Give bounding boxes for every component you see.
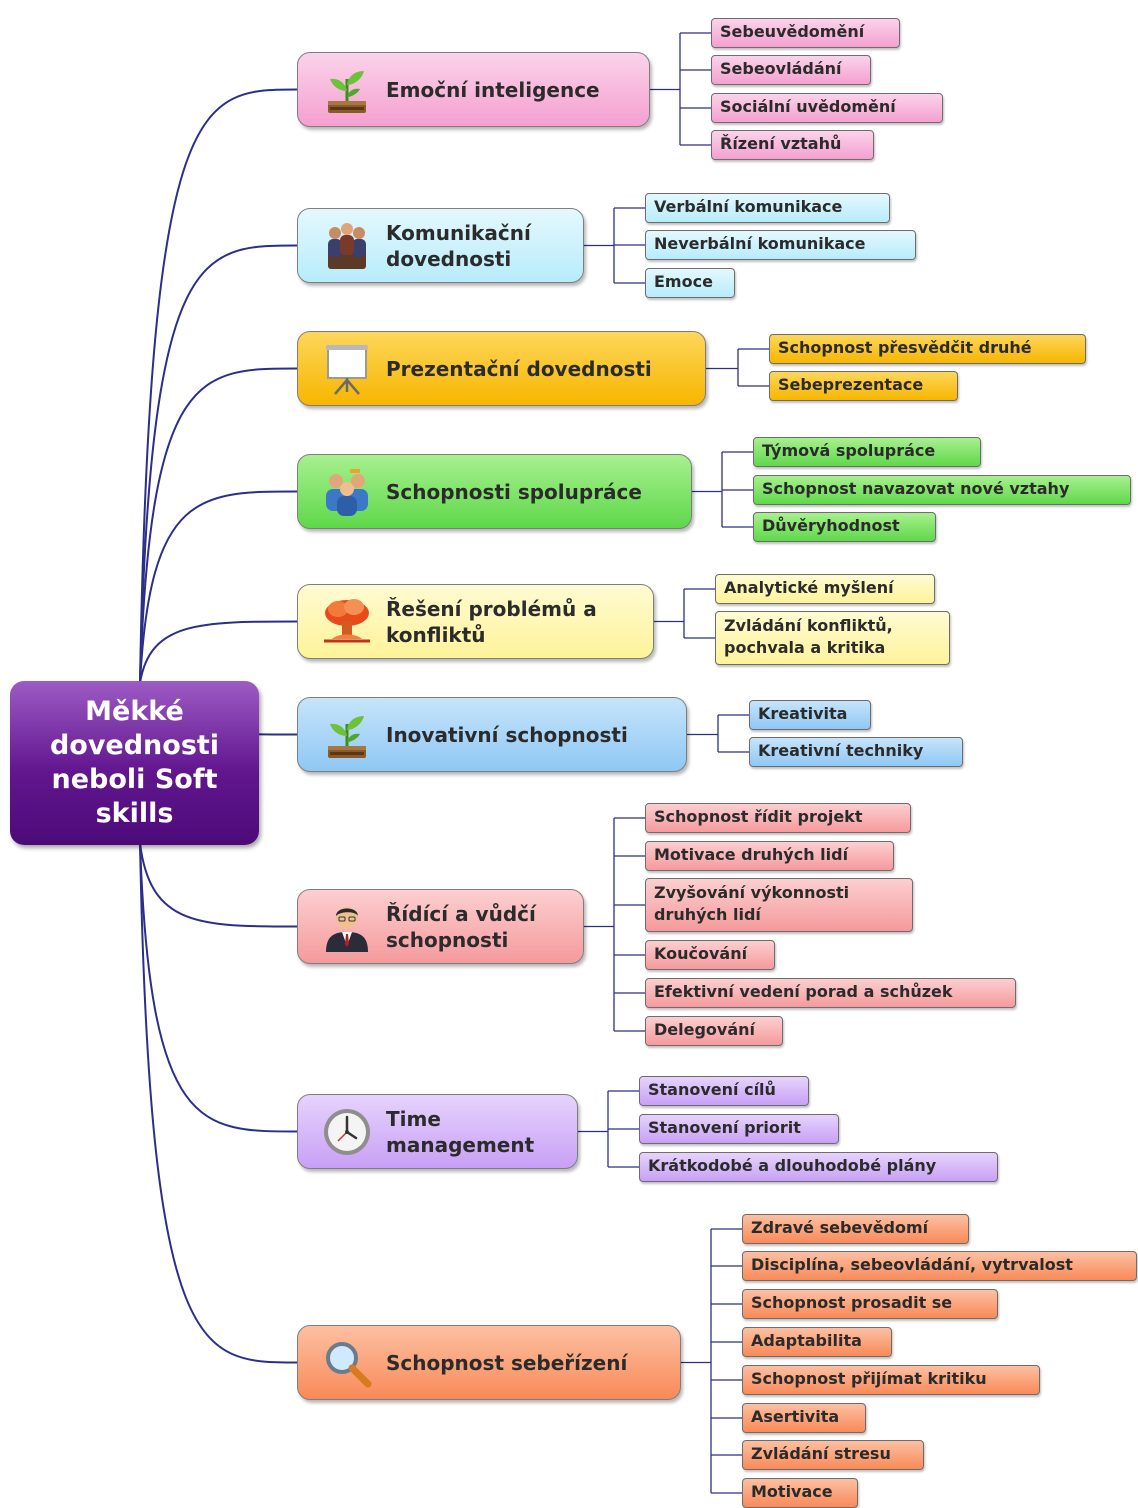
subtopic-ridici-0[interactable]: Schopnost řídit projekt — [645, 803, 911, 833]
connector-center-to-spoluprace — [139, 490, 298, 684]
subtopic-ridici-5[interactable]: Delegování — [645, 1016, 783, 1046]
branch-reseni[interactable]: Řešení problémů a konfliktů — [297, 584, 654, 659]
subtopic-seberizeni-0[interactable]: Zdravé sebevědomí — [742, 1214, 969, 1244]
subtopic-spoluprace-1[interactable]: Schopnost navazovat nové vztahy — [753, 475, 1131, 505]
clock-icon — [318, 1103, 376, 1161]
subtopic-time-2[interactable]: Krátkodobé a dlouhodobé plány — [639, 1152, 998, 1182]
connector-center-to-ridici — [139, 842, 298, 928]
subtopic-emocni-3[interactable]: Řízení vztahů — [711, 130, 874, 160]
subtopic-seberizeni-2[interactable]: Schopnost prosadit se — [742, 1289, 998, 1319]
subtopic-prezentacni-0[interactable]: Schopnost přesvědčit druhé — [769, 334, 1086, 364]
subtopic-komunikacni-2[interactable]: Emoce — [645, 268, 735, 298]
seedling-icon — [318, 706, 376, 764]
branch-label: Time management — [386, 1106, 535, 1157]
subtopic-seberizeni-4[interactable]: Schopnost přijímat kritiku — [742, 1365, 1040, 1395]
branch-label: Prezentační dovednosti — [386, 356, 652, 381]
connector-center-to-prezentacni — [139, 367, 298, 684]
branch-spoluprace[interactable]: Schopnosti spolupráce — [297, 454, 692, 529]
subtopic-time-1[interactable]: Stanovení priorit — [639, 1114, 839, 1144]
connector-center-to-seberizeni — [139, 842, 298, 1364]
subtopic-ridici-4[interactable]: Efektivní vedení porad a schůzek — [645, 978, 1016, 1008]
branch-seberizeni[interactable]: Schopnost sebeřízení — [297, 1325, 681, 1400]
branch-komunikacni[interactable]: Komunikační dovednosti — [297, 208, 584, 283]
branch-label: Schopnosti spolupráce — [386, 479, 642, 504]
subtopic-emocni-2[interactable]: Sociální uvědomění — [711, 93, 943, 123]
subtopic-time-0[interactable]: Stanovení cílů — [639, 1076, 809, 1106]
subtopic-emocni-1[interactable]: Sebeovládání — [711, 55, 871, 85]
connector-center-to-reseni — [139, 620, 298, 684]
subtopic-inovativni-1[interactable]: Kreativní techniky — [749, 737, 963, 767]
subtopic-seberizeni-6[interactable]: Zvládání stresu — [742, 1440, 924, 1470]
branch-label: Inovativní schopnosti — [386, 722, 628, 747]
meeting-people-icon — [318, 217, 376, 275]
branch-label: Schopnost sebeřízení — [386, 1350, 628, 1375]
branch-prezentacni[interactable]: Prezentační dovednosti — [297, 331, 706, 406]
subtopic-inovativni-0[interactable]: Kreativita — [749, 700, 871, 730]
subtopic-reseni-1[interactable]: Zvládání konfliktů, pochvala a kritika — [715, 611, 950, 665]
team-people-icon — [318, 463, 376, 521]
central-topic[interactable]: Měkké dovednosti neboli Soft skills — [10, 681, 259, 845]
subtopic-seberizeni-3[interactable]: Adaptabilita — [742, 1327, 892, 1357]
subtopic-seberizeni-1[interactable]: Disciplína, sebeovládání, vytrvalost — [742, 1251, 1137, 1281]
subtopic-reseni-0[interactable]: Analytické myšlení — [715, 574, 935, 604]
subtopic-ridici-3[interactable]: Koučování — [645, 940, 775, 970]
branch-label: Komunikační dovednosti — [386, 220, 531, 271]
presentation-board-icon — [318, 340, 376, 398]
seedling-icon — [318, 61, 376, 119]
subtopic-emocni-0[interactable]: Sebeuvědomění — [711, 18, 900, 48]
subtopic-ridici-2[interactable]: Zvyšování výkonnosti druhých lidí — [645, 878, 913, 932]
connector-center-to-emocni — [139, 88, 298, 684]
branch-label: Řídící a vůdčí schopnosti — [386, 901, 536, 952]
explosion-cloud-icon — [318, 593, 376, 651]
connector-center-to-komunikacni — [139, 244, 298, 684]
branch-ridici[interactable]: Řídící a vůdčí schopnosti — [297, 889, 584, 964]
subtopic-komunikacni-1[interactable]: Neverbální komunikace — [645, 230, 916, 260]
branch-time[interactable]: Time management — [297, 1094, 578, 1169]
subtopic-prezentacni-1[interactable]: Sebeprezentace — [769, 371, 958, 401]
branch-label: Řešení problémů a konfliktů — [386, 596, 597, 647]
subtopic-komunikacni-0[interactable]: Verbální komunikace — [645, 193, 890, 223]
branch-label: Emoční inteligence — [386, 77, 600, 102]
magnifier-icon — [318, 1334, 376, 1392]
manager-icon — [318, 898, 376, 956]
subtopic-ridici-1[interactable]: Motivace druhých lidí — [645, 841, 894, 871]
subtopic-spoluprace-0[interactable]: Týmová spolupráce — [753, 437, 981, 467]
subtopic-seberizeni-5[interactable]: Asertivita — [742, 1403, 866, 1433]
branch-emocni[interactable]: Emoční inteligence — [297, 52, 650, 127]
branch-inovativni[interactable]: Inovativní schopnosti — [297, 697, 687, 772]
subtopic-spoluprace-2[interactable]: Důvěryhodnost — [753, 512, 936, 542]
connector-center-to-time — [139, 842, 298, 1133]
